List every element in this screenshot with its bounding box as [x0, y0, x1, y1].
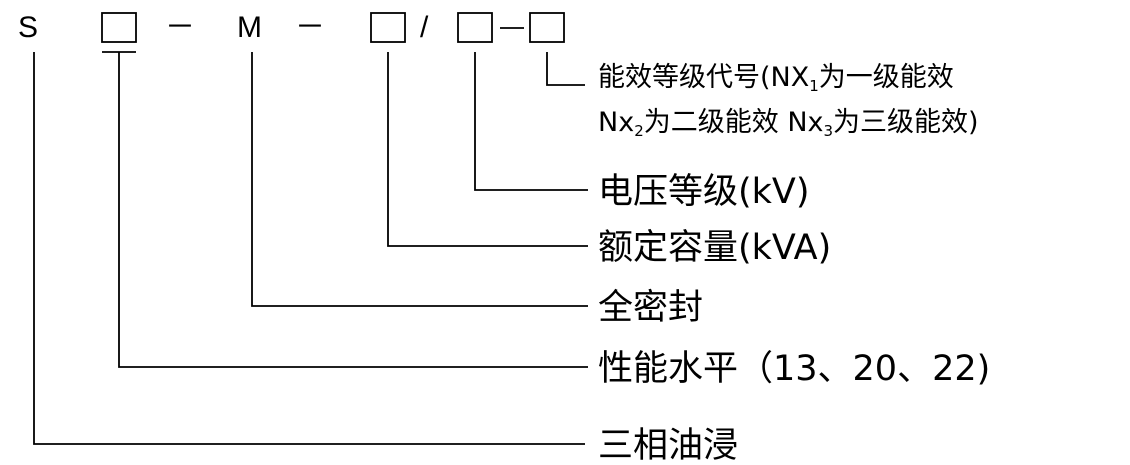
- leader-line-capacity: [387, 52, 588, 247]
- placeholder-box-efficiency: [529, 12, 565, 43]
- label-sealed: 全密封: [598, 288, 703, 328]
- label-oil-immersed: 三相油浸: [598, 426, 738, 465]
- code-m: M: [237, 11, 262, 44]
- label-efficiency-line2: Nx2为二级能效 Nx3为三级能效): [598, 107, 979, 140]
- leader-line-m: [251, 52, 588, 307]
- code-dash-2: －: [295, 11, 325, 44]
- label-voltage: 电压等级(kV): [598, 172, 810, 212]
- code-slash: /: [420, 11, 429, 44]
- placeholder-box-performance: [101, 12, 137, 43]
- label-efficiency-line1: 能效等级代号(NX1为一级能效: [598, 62, 954, 95]
- placeholder-box-capacity: [370, 12, 406, 43]
- label-capacity: 额定容量(kVA): [598, 228, 831, 268]
- leader-line-voltage: [474, 52, 588, 191]
- placeholder-box-voltage: [457, 12, 493, 43]
- leader-line-performance-bracket: [102, 51, 588, 368]
- leader-line-s: [33, 52, 585, 445]
- leader-line-efficiency: [546, 52, 585, 86]
- code-dash-1: －: [165, 11, 195, 44]
- code-s: S: [18, 11, 38, 44]
- label-performance: 性能水平（13、20、22): [598, 349, 990, 389]
